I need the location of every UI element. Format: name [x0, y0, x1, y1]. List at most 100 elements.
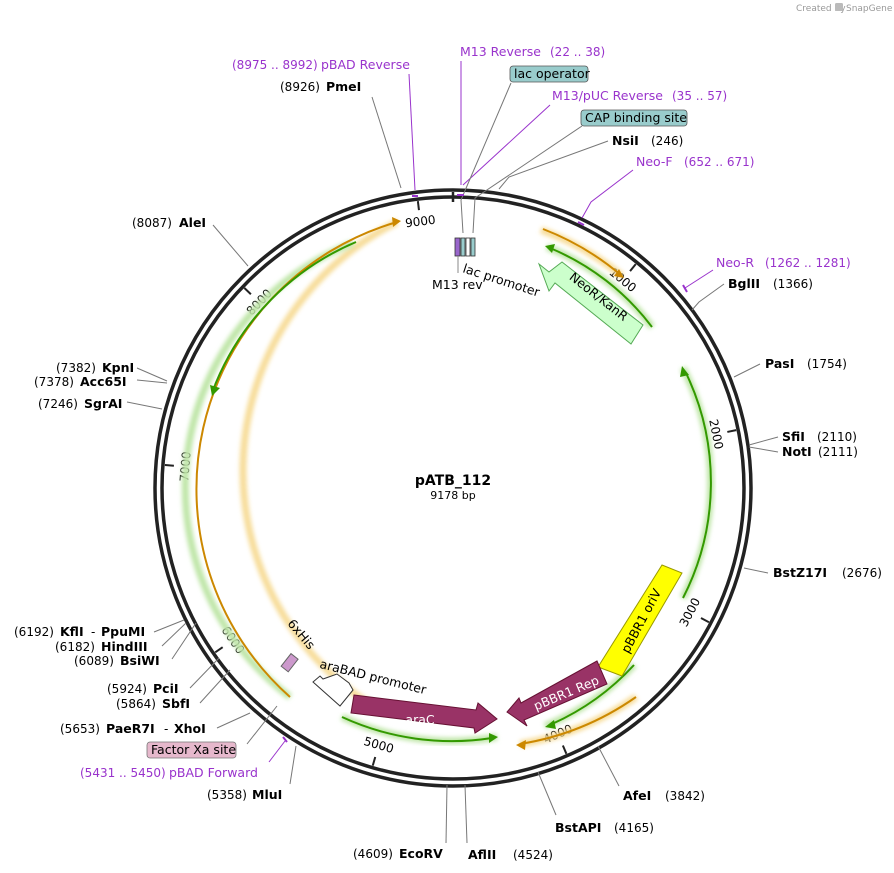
orf-ori-inner	[682, 372, 712, 599]
site-alei[interactable]: (8087) AleI	[132, 215, 206, 230]
pbad-forward-marker	[282, 736, 288, 743]
tick-label-2000: 2000	[706, 418, 726, 451]
site-pos: (7378)	[34, 375, 74, 389]
pbad-forward-callout-line	[268, 740, 286, 763]
site-pos: (4609)	[353, 847, 393, 861]
primer-m13-puc-reverse[interactable]: M13/pUC Reverse (35 .. 57)	[552, 88, 727, 103]
kfli-callout-line	[153, 619, 185, 633]
site-aflii[interactable]: AflII (4524)	[468, 847, 553, 862]
tick-mark-2000	[727, 429, 737, 433]
site-name: PaeR7I	[106, 721, 155, 736]
pbbr1-rep-feature	[506, 660, 608, 727]
pbbr1-oriv-label: pBBR1 oriV	[618, 586, 665, 656]
site-pos: (5864)	[116, 697, 156, 711]
factor-xa-label: Factor Xa site	[151, 742, 236, 757]
site-pos: (7246)	[38, 397, 78, 411]
primer-m13-reverse[interactable]: M13 Reverse (22 .. 38)	[460, 44, 605, 59]
primer-range: (35 .. 57)	[672, 89, 727, 103]
site-paer7i-xhoi[interactable]: (5653) PaeR7I - XhoI	[60, 721, 206, 736]
site-name-2: XhoI	[174, 721, 206, 736]
tick-mark-4000	[561, 745, 568, 755]
site-pos: (3842)	[665, 789, 705, 803]
neo-r-callout-line	[684, 269, 714, 289]
site-nsii[interactable]: NsiI (246)	[612, 133, 683, 148]
primer-neo-f[interactable]: Neo-F (652 .. 671)	[636, 154, 754, 169]
orf-rep-outer	[519, 696, 637, 745]
site-kpni[interactable]: (7382) KpnI	[56, 360, 134, 375]
tick-mark-5000	[371, 756, 377, 766]
pbbr1-oriv-feature	[597, 564, 683, 677]
site-afei[interactable]: AfeI (3842)	[623, 788, 705, 803]
site-bstapi[interactable]: BstAPI (4165)	[555, 820, 654, 835]
bstz17i-callout-line	[743, 567, 769, 574]
tick-mark-9000	[416, 201, 420, 211]
feature-factor-xa-site[interactable]: Factor Xa site	[146, 741, 237, 759]
pcii-callout-line	[189, 657, 220, 689]
6xhis-feature	[280, 652, 299, 673]
tick-label-3000: 3000	[677, 595, 704, 629]
primer-neo-r[interactable]: Neo-R (1262 .. 1281)	[716, 255, 851, 270]
primer-pbad-forward[interactable]: (5431 .. 5450) pBAD Forward	[80, 765, 258, 780]
primer-name: Neo-R	[716, 255, 754, 270]
orf-arac-inner	[341, 716, 493, 743]
cap-site-callout-line	[472, 125, 583, 234]
site-pasi[interactable]: PasI (1754)	[765, 356, 847, 371]
plasmid-name: pATB_112	[415, 473, 491, 489]
pmei-callout-line	[371, 96, 402, 189]
site-name: SfiI	[782, 429, 805, 444]
boxed-callout-lines	[246, 82, 583, 745]
site-callout-lines	[126, 96, 779, 844]
site-kfli-ppumi[interactable]: (6192) KflI - PpuMI	[14, 624, 145, 639]
site-pos: (7382)	[56, 361, 96, 375]
site-sfii[interactable]: SfiI (2110)	[782, 429, 857, 444]
site-name: SbfI	[162, 696, 190, 711]
feature-lac-operator[interactable]: lac operator	[509, 65, 591, 83]
site-pcii[interactable]: (5924) PciI	[107, 681, 179, 696]
site-bglii[interactable]: BglII (1366)	[728, 276, 813, 291]
m13-rev-feature	[454, 237, 461, 257]
tick-mark-8000	[243, 287, 252, 295]
site-hindiii[interactable]: (6182) HindIII	[55, 639, 148, 654]
site-name: BglII	[728, 276, 760, 291]
site-name: MluI	[252, 787, 282, 802]
site-ecorv[interactable]: (4609) EcoRV	[353, 846, 443, 861]
bstapi-callout-line	[537, 771, 557, 816]
site-mlui[interactable]: (5358) MluI	[207, 787, 282, 802]
bglii-callout-line	[691, 283, 725, 311]
site-pos: (5358)	[207, 788, 247, 802]
site-name: HindIII	[101, 639, 148, 654]
site-name: BstZ17I	[773, 565, 827, 580]
site-sgrai[interactable]: (7246) SgrAI	[38, 396, 122, 411]
site-name: PmeI	[326, 79, 361, 94]
site-noti[interactable]: NotI (2111)	[782, 444, 858, 459]
backbone-outer-ring	[153, 188, 753, 788]
mlui-callout-line	[289, 745, 297, 785]
site-pos: (1754)	[807, 357, 847, 371]
neor-kanr-feature	[537, 261, 644, 345]
site-name: SgrAI	[84, 396, 122, 411]
orf-neo-inner	[549, 247, 653, 328]
tick-mark-7000	[164, 463, 174, 467]
m13-puc-reverse-callout-line	[462, 104, 551, 186]
orf-neo-outer	[542, 228, 623, 277]
pbad-reverse-callout-line	[408, 73, 416, 191]
site-acc65i[interactable]: (7378) Acc65I	[34, 374, 127, 389]
snapgene-credit: Created by SnapGene	[796, 3, 893, 14]
site-name: PasI	[765, 356, 794, 371]
site-name: KflI	[60, 624, 84, 639]
orf-ori-inner-arrowhead	[680, 366, 689, 377]
orf-rep-inner-arrowhead	[545, 720, 556, 729]
acc65i-callout-line	[136, 379, 168, 384]
primer-pbad-reverse[interactable]: (8975 .. 8992) pBAD Reverse	[232, 57, 410, 72]
sbfi-callout-line	[199, 669, 231, 704]
orf-left-outer-glow	[239, 218, 399, 715]
site-sbfi[interactable]: (5864) SbfI	[116, 696, 190, 711]
feature-cap-binding-site[interactable]: CAP binding site	[580, 109, 688, 127]
site-pos: (4165)	[614, 821, 654, 835]
lac-operator-callout-line	[460, 82, 512, 234]
site-pmei[interactable]: (8926) PmeI	[280, 79, 361, 94]
neo-f-callout-line	[581, 169, 634, 219]
site-bstz17i[interactable]: BstZ17I (2676)	[773, 565, 882, 580]
site-bsiwi[interactable]: (6089) BsiWI	[74, 653, 160, 668]
paer7i-callout-line	[216, 712, 251, 729]
